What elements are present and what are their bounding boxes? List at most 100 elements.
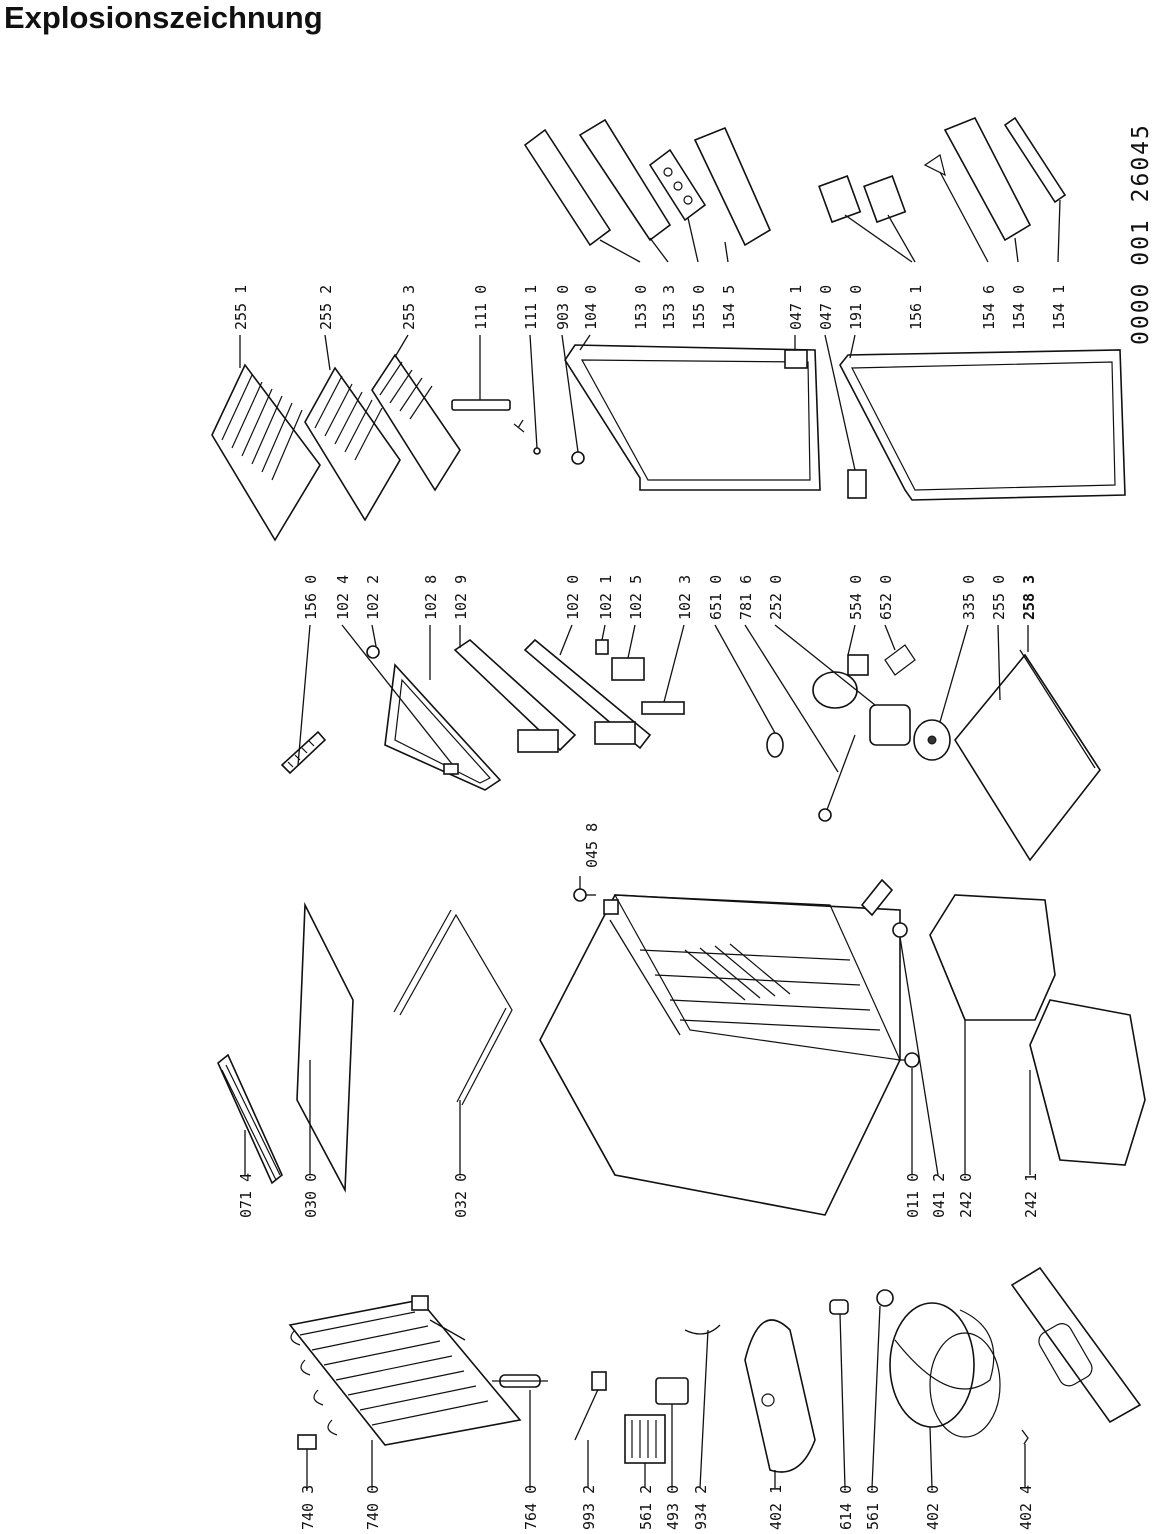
adjustable-foot xyxy=(898,1052,920,1068)
freezer-compartment xyxy=(523,638,652,750)
label-102-4: 102 4 xyxy=(334,575,352,620)
thermostat-capillary xyxy=(818,734,856,822)
label-258-3: 258 3 xyxy=(1020,575,1038,620)
door-bin-1 xyxy=(523,128,612,247)
label-934-2: 934 2 xyxy=(692,1485,710,1530)
label-047-1: 047 1 xyxy=(787,285,805,330)
top-panel xyxy=(296,901,354,1193)
door-bin-2 xyxy=(578,118,672,242)
door-bin-3 xyxy=(693,126,772,247)
label-154-6: 154 6 xyxy=(980,285,998,330)
condenser-clip xyxy=(297,1434,317,1450)
glass-shelf xyxy=(954,649,1101,862)
fridge-door xyxy=(564,344,821,491)
label-335-0: 335 0 xyxy=(960,575,978,620)
control-knob xyxy=(913,719,951,761)
hinge-cover xyxy=(847,469,867,499)
filter-drier xyxy=(492,1374,548,1388)
compressor xyxy=(889,1302,1001,1438)
label-102-1: 102 1 xyxy=(597,575,615,620)
small-knob xyxy=(366,645,380,659)
door-gasket xyxy=(839,349,1126,501)
label-032-0: 032 0 xyxy=(452,1173,470,1218)
cap xyxy=(571,451,585,465)
label-156-0: 156 0 xyxy=(302,575,320,620)
label-493-0: 493 0 xyxy=(664,1485,682,1530)
page-title: Explosionszeichnung xyxy=(4,0,323,35)
label-903-0: 903 0 xyxy=(554,285,572,330)
label-740-3: 740 3 xyxy=(299,1485,317,1530)
small-clip xyxy=(443,763,459,775)
label-764-0: 764 0 xyxy=(522,1485,540,1530)
label-111-1: 111 1 xyxy=(522,285,540,330)
grommet-part xyxy=(829,1299,849,1315)
label-153-0: 153 0 xyxy=(632,285,650,330)
label-154-5: 154 5 xyxy=(720,285,738,330)
condenser-coil xyxy=(288,1295,522,1446)
document-number: 0000 001 26045 xyxy=(1128,123,1154,345)
control-knob-housing xyxy=(869,704,911,746)
label-154-0: 154 0 xyxy=(1010,285,1028,330)
connector-part xyxy=(574,1371,607,1441)
label-255-1: 255 1 xyxy=(232,285,250,330)
egg-tray xyxy=(648,148,707,222)
label-154-1: 154 1 xyxy=(1050,285,1068,330)
label-255-3: 255 3 xyxy=(400,285,418,330)
label-153-3: 153 3 xyxy=(660,285,678,330)
label-554-0: 554 0 xyxy=(847,575,865,620)
bin-divider xyxy=(923,154,946,177)
wire xyxy=(684,1324,721,1335)
label-614-0: 614 0 xyxy=(837,1485,855,1530)
label-011-0: 011 0 xyxy=(904,1173,922,1218)
label-102-9: 102 9 xyxy=(452,575,470,620)
label-102-0: 102 0 xyxy=(564,575,582,620)
leader-lines xyxy=(239,171,1061,1489)
label-252-0: 252 0 xyxy=(767,575,785,620)
freezer-door-frame xyxy=(384,663,502,791)
bracket xyxy=(451,399,511,411)
cabinet-body xyxy=(539,894,901,1216)
overload-protector xyxy=(655,1377,689,1405)
label-652-0: 652 0 xyxy=(877,575,895,620)
door-bin-4 xyxy=(943,116,1032,242)
hinge-block xyxy=(611,657,645,681)
freezer-compartment-panel xyxy=(453,638,577,753)
wire-shelf-2 xyxy=(304,366,401,522)
label-102-8: 102 8 xyxy=(422,575,440,620)
screw xyxy=(573,888,596,902)
wire-shelf-1 xyxy=(211,363,321,542)
lamp-switch xyxy=(884,644,916,676)
label-155-0: 155 0 xyxy=(690,285,708,330)
label-255-0: 255 0 xyxy=(990,575,1008,620)
compressor-clip xyxy=(1021,1429,1029,1445)
hinge-part xyxy=(860,878,908,938)
latch xyxy=(595,639,609,655)
hinge-pin xyxy=(784,349,808,369)
start-relay xyxy=(624,1414,666,1464)
crisper-drawer-2 xyxy=(1029,999,1146,1166)
crisper-drawer xyxy=(929,894,1056,1021)
bin-rail xyxy=(1003,116,1067,204)
label-561-2: 561 2 xyxy=(637,1485,655,1530)
label-402-4: 402 4 xyxy=(1017,1485,1035,1530)
shelf-rail xyxy=(280,730,327,775)
label-102-3: 102 3 xyxy=(676,575,694,620)
label-102-5: 102 5 xyxy=(627,575,645,620)
label-104-0: 104 0 xyxy=(582,285,600,330)
label-071-4: 071 4 xyxy=(237,1173,255,1218)
handle-part xyxy=(641,701,685,715)
label-651-0: 651 0 xyxy=(707,575,725,620)
base-plate xyxy=(1010,1266,1142,1424)
label-111-0: 111 0 xyxy=(472,285,490,330)
label-561-0: 561 0 xyxy=(864,1485,882,1530)
label-740-0: 740 0 xyxy=(364,1485,382,1530)
screw-2 xyxy=(513,419,525,433)
label-102-2: 102 2 xyxy=(364,575,382,620)
label-402-0: 402 0 xyxy=(924,1485,942,1530)
trim-strip xyxy=(393,909,513,1106)
part-labels: 740 3 740 0 764 0 993 2 561 2 493 0 934 … xyxy=(232,123,1154,1530)
label-242-0: 242 0 xyxy=(957,1173,975,1218)
relay-cap xyxy=(876,1289,894,1307)
label-041-2: 041 2 xyxy=(930,1173,948,1218)
